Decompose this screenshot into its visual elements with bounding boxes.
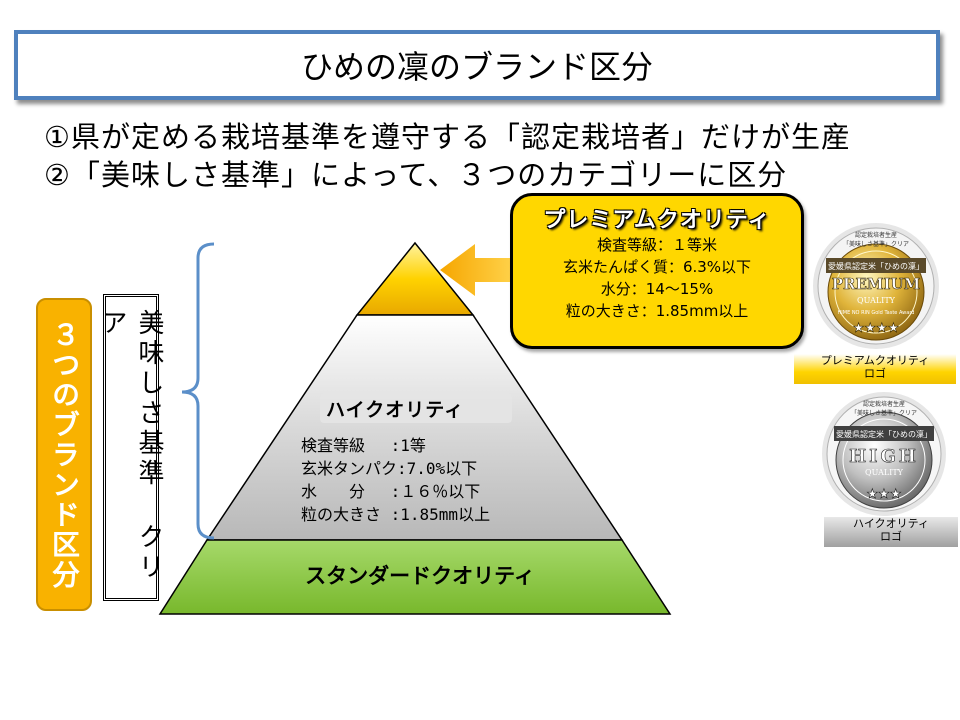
high-spec-protein: 玄米タンパク:7.0%以下 [301, 459, 478, 478]
high-logo-top1: 認定栽培者生産 [863, 400, 905, 408]
brand-category-label: ３つのブランド区分 [48, 319, 81, 590]
high-logo-main: HIGH [849, 446, 919, 467]
high-title-highlight [320, 393, 512, 423]
premium-logo-main: PREMIUM [832, 275, 920, 293]
title-banner: ひめの凜のブランド区分 [14, 30, 940, 100]
high-logo-stars: ★★★ [867, 487, 902, 502]
premium-logo-caption: プレミアムクオリティ ロゴ [794, 354, 956, 384]
bracket-brace [181, 242, 215, 540]
premium-spec-grain-size: 粒の大きさ：1.85mm以上 [565, 302, 749, 320]
premium-logo-small: HIME NO RIN Gold Taste Award [838, 310, 915, 316]
high-logo: HIGH QUALITY ★★★ 認定栽培者生産 「美味しさ基準」クリア 愛媛県… [822, 392, 946, 516]
standard-quality-label: スタンダードクオリティ [305, 564, 535, 588]
premium-logo-caption-line2: ロゴ [864, 367, 886, 380]
high-quality-title: ハイクオリティ [326, 399, 465, 421]
high-logo-caption-line1: ハイクオリティ [853, 517, 929, 530]
high-logo-top2: 「美味しさ基準」クリア [851, 409, 917, 417]
premium-quality-title: プレミアムクオリティ [543, 208, 771, 233]
premium-spec-moisture: 水分：14～15% [600, 280, 714, 298]
premium-logo-stars: ★★★★ [853, 321, 900, 336]
high-logo-caption: ハイクオリティ ロゴ [824, 517, 958, 547]
pyramid-tier-standard [158, 539, 672, 615]
premium-logo-sub: QUALITY [857, 296, 896, 305]
intro-line-1: ①県が定める栽培基準を遵守する「認定栽培者」だけが生産 [44, 120, 851, 154]
high-logo-sub: QUALITY [865, 468, 904, 477]
premium-logo-top1: 認定栽培者生産 [855, 231, 897, 239]
high-logo-band: 愛媛県認定米「ひめの凜」 [836, 429, 932, 439]
high-spec-moisture: 水 分 :１６％以下 [301, 482, 481, 501]
high-quality-specs: 検査等級 :1等 玄米タンパク:7.0%以下 水 分 :１６％以下 粒の大きさ … [301, 434, 490, 526]
premium-quality-callout: プレミアムクオリティ 検査等級：１等米 玄米たんぱく質：6.3%以下 水分：14… [510, 193, 804, 349]
premium-spec-protein: 玄米たんぱく質：6.3%以下 [562, 258, 752, 276]
intro-line-2: ②「美味しさ基準」によって、３つのカテゴリーに区分 [44, 158, 788, 192]
premium-logo-top2: 「美味しさ基準」クリア [843, 240, 909, 248]
taste-criteria-label: 美味しさ基準 クリア [97, 309, 164, 583]
premium-logo: PREMIUM QUALITY HIME NO RIN Gold Taste A… [813, 223, 939, 349]
premium-logo-band: 愛媛県認定米「ひめの凜」 [828, 261, 924, 271]
arrow-to-premium [440, 244, 513, 296]
premium-logo-caption-line1: プレミアムクオリティ [820, 354, 930, 367]
high-logo-caption-line2: ロゴ [880, 530, 902, 543]
taste-criteria-box: 美味しさ基準 クリア [97, 294, 164, 601]
high-spec-grade: 検査等級 :1等 [301, 436, 426, 455]
high-spec-grain-size: 粒の大きさ :1.85mm以上 [301, 505, 491, 524]
premium-spec-grade: 検査等級：１等米 [596, 236, 717, 254]
page-title: ひめの凜のブランド区分 [300, 48, 653, 86]
brand-category-label-box: ３つのブランド区分 [36, 298, 92, 611]
